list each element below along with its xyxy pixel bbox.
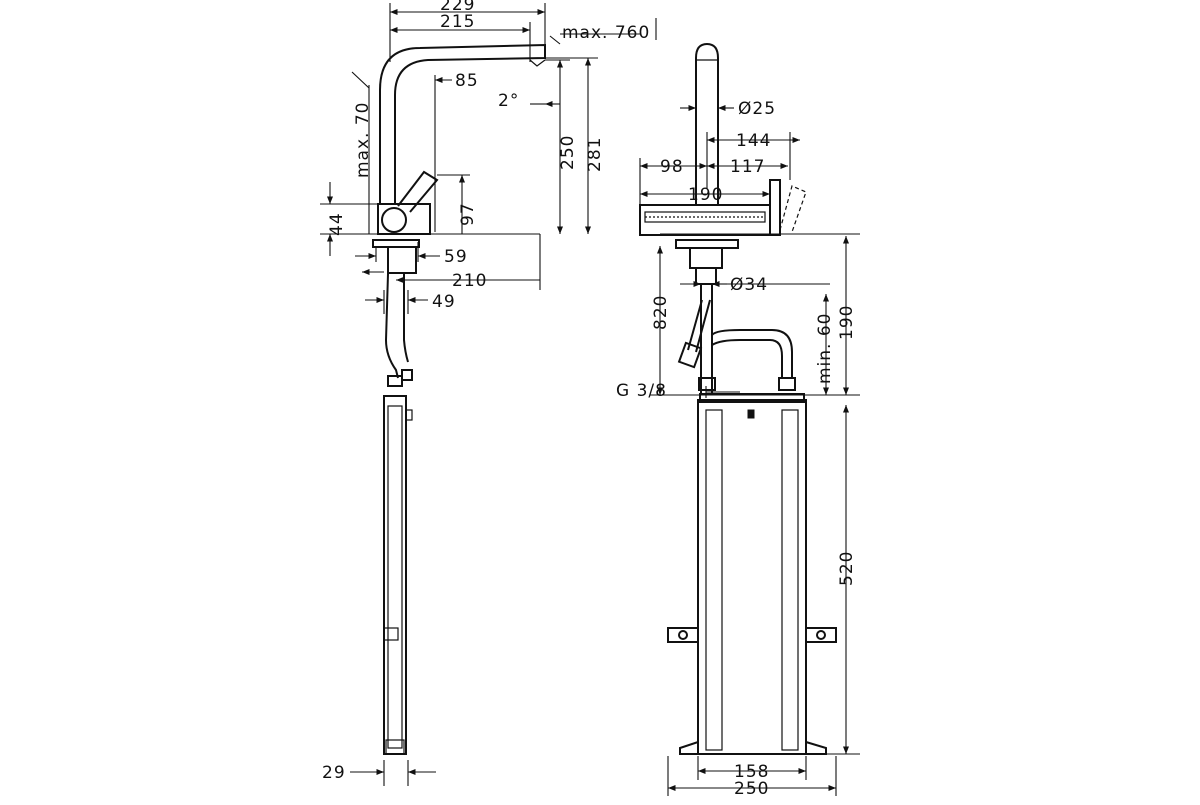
faucet-spout [379, 43, 546, 205]
bracket-right [805, 627, 837, 643]
tall-box-side [383, 395, 407, 755]
box-bottom [385, 739, 405, 755]
bracket-left [667, 627, 699, 643]
supply-hoses [384, 273, 409, 379]
body-knob [381, 207, 407, 233]
dim-min-60: min. 60 [815, 313, 835, 385]
front-mount-nut-2 [695, 267, 717, 285]
front-mount-nut [689, 247, 723, 269]
dim-98: 98 [660, 157, 684, 177]
dim-117: 117 [730, 157, 765, 177]
dim-210: 210 [452, 271, 487, 291]
dim-29: 29 [322, 763, 346, 783]
sink-board [639, 204, 771, 236]
dim-97: 97 [458, 202, 478, 226]
tall-box-inner [387, 405, 403, 749]
dim-85: 85 [455, 71, 479, 91]
dim-g-3-8: G 3/8 [616, 381, 667, 401]
front-spout [695, 42, 719, 205]
dim-250-side: 250 [558, 135, 578, 170]
box-rail-left [705, 409, 723, 751]
faucet-lever [397, 170, 439, 213]
dim-281: 281 [585, 137, 605, 172]
side-view: 229 215 max. 760 85 2° 250 281 max. 70 4… [320, 0, 657, 786]
board-handle [769, 179, 781, 236]
angled-hose [687, 299, 711, 353]
front-deck-plate [675, 239, 739, 249]
foot-left [679, 740, 699, 755]
box-clip-top [405, 409, 413, 421]
dim-dia-34: Ø34 [730, 275, 768, 295]
dim-59: 59 [444, 247, 468, 267]
foot-right [805, 740, 827, 755]
dim-820: 820 [651, 295, 671, 330]
dim-44: 44 [327, 212, 347, 236]
hose-fitting-2 [401, 369, 413, 381]
dim-2-degree: 2° [498, 91, 519, 111]
dim-250-front: 250 [734, 779, 769, 799]
pipe-fitting-left [698, 377, 716, 391]
mount-nut [387, 246, 417, 274]
box-rail-right [781, 409, 799, 751]
dim-229: 229 [440, 0, 475, 15]
box-slot [747, 409, 755, 419]
box-clip-mid [383, 627, 399, 641]
dim-520: 520 [837, 551, 857, 586]
board-tilted [779, 185, 807, 233]
curved-pipe [711, 329, 793, 378]
pipe-fitting-right [778, 377, 796, 391]
dim-49: 49 [432, 292, 456, 312]
dim-190-right: 190 [837, 305, 857, 340]
dim-144: 144 [736, 131, 771, 151]
tall-box-front [697, 399, 807, 755]
hose-fitting [387, 375, 403, 387]
hose-connector [677, 341, 703, 369]
dim-max-70: max. 70 [353, 102, 373, 178]
spout-tip [529, 59, 546, 67]
dim-max-760: max. 760 [562, 23, 650, 43]
front-view: Ø25 144 98 117 190 Ø34 820 min. 60 190 G… [616, 42, 860, 799]
dim-215: 215 [440, 12, 475, 32]
dim-158: 158 [734, 762, 769, 782]
dim-dia-25: Ø25 [738, 99, 776, 119]
deck-plate [372, 239, 420, 248]
dim-190-top: 190 [688, 185, 723, 205]
box-top-cap [699, 393, 805, 403]
